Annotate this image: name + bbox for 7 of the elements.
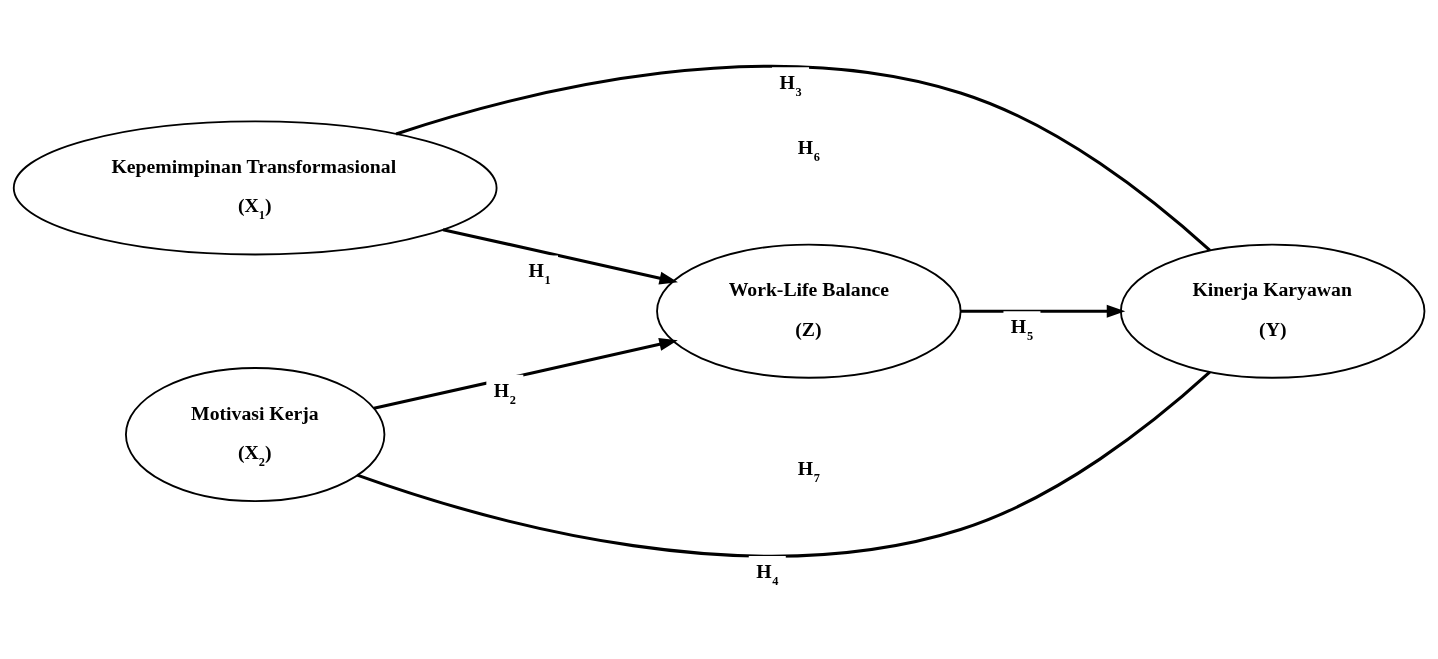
edge-label: H$_{2}$ — [493, 378, 516, 407]
label: H$_{7}$ — [797, 457, 820, 486]
edge-label: H$_{5}$ — [1010, 315, 1034, 344]
edge-label: H$_{4}$ — [756, 560, 779, 589]
edge-label: H$_{1}$ — [528, 259, 551, 288]
label: H$_{6}$ — [797, 136, 820, 165]
edge-label: H$_{3}$ — [779, 71, 802, 100]
